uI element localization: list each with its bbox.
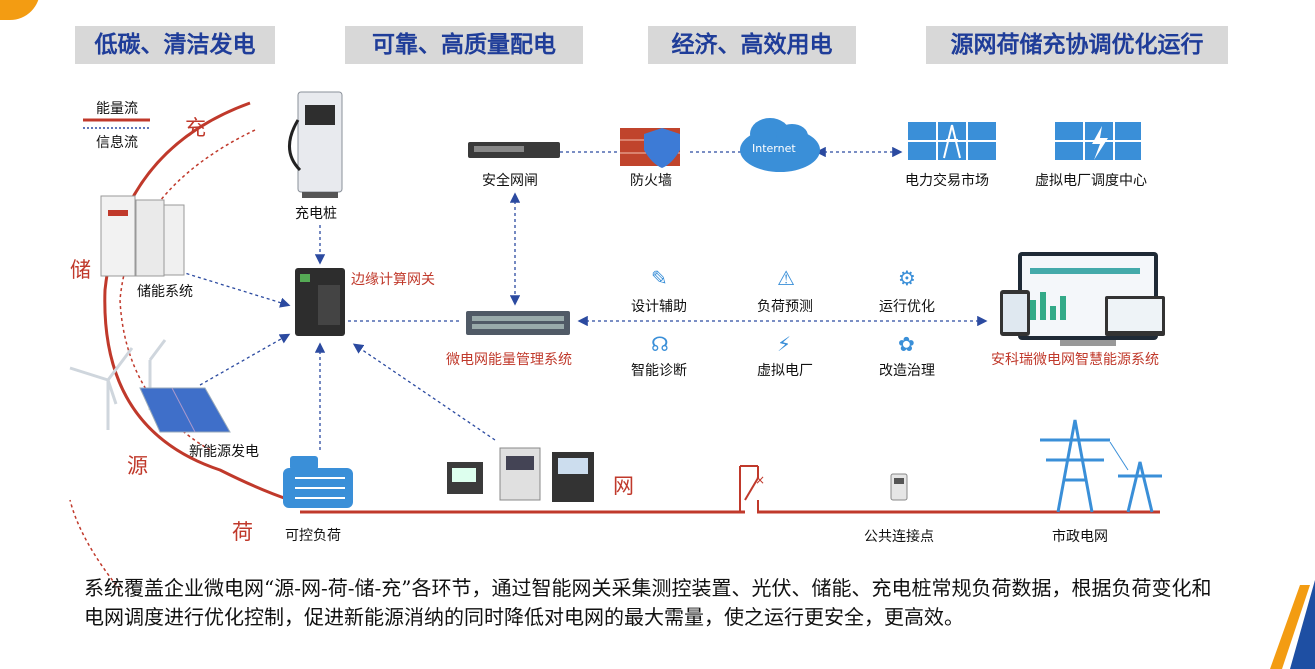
segment-source-label: 源 [127,454,148,478]
banner-reliable-distribution: 可靠、高质量配电 [345,26,583,64]
service-design-assist: 设计辅助 [631,299,687,315]
load-forecast-icon: ⚠ [777,266,795,290]
storage-label: 储能系统 [137,284,193,300]
measuring-devices-image [447,447,594,502]
info-arc-left-lower [69,499,121,591]
edge-gateway-image [295,268,345,336]
power-market-icon [908,122,996,160]
firewall-image [620,128,680,168]
segment-grid-label: 网 [613,474,634,498]
retrofit-governance-icon: ✿ [898,332,915,356]
segment-load-label: 荷 [232,520,253,544]
service-operation-optimize: 运行优化 [879,299,935,315]
internet-label: Internet [752,142,796,155]
banner-efficient-usage: 经济、高效用电 [648,26,856,64]
charger-label: 充电桩 [295,206,337,222]
smart-energy-platform-image [1000,252,1165,346]
internet-cloud-image [740,118,820,172]
virtual-plant-icon: ⚡ [777,332,792,356]
renewable-image [69,339,231,433]
service-virtual-plant: 虚拟电厂 [757,363,813,379]
pcc-meter-image [890,473,908,501]
switch-blade [744,477,759,501]
security-gate-image [468,142,560,158]
ems-server-image [466,311,570,335]
ems-label: 微电网能量管理系统 [446,352,572,368]
firewall-label: 防火墙 [630,173,672,189]
service-retrofit-governance: 改造治理 [879,363,935,379]
service-smart-diagnosis: 智能诊断 [631,363,687,379]
segment-store-label: 储 [70,258,91,282]
segment-charge-label: 充 [185,116,206,140]
description-paragraph: 系统覆盖企业微电网“源-网-荷-储-充”各环节，通过智能网关采集测控装置、光伏、… [84,576,1212,629]
vpp-center-label: 虚拟电厂调度中心 [1035,173,1147,189]
renewable-label: 新能源发电 [189,444,259,460]
platform-label: 安科瑞微电网智慧能源系统 [991,352,1159,368]
banner-low-carbon: 低碳、清洁发电 [75,26,275,64]
energy-arc-left [103,101,291,502]
charger-image [288,91,343,198]
vpp-center-icon [1055,122,1141,160]
gateway-label: 边缘计算网关 [351,272,435,288]
service-load-forecast: 负荷预测 [757,299,813,315]
svg-text:×: × [755,473,765,487]
banner-coordinated-operation: 源网荷储充协调优化运行 [926,26,1228,64]
controllable-load-image [283,456,353,508]
utility-pylon-image [1040,419,1162,513]
security-gate-label: 安全网闸 [482,173,538,189]
legend-energy-label: 能量流 [96,101,138,117]
storage-cabinet-image [100,195,185,277]
pcc-label: 公共连接点 [864,529,934,545]
utility-grid-label: 市政电网 [1052,529,1108,545]
controllable-load-label: 可控负荷 [285,528,341,544]
power-market-label: 电力交易市场 [905,173,989,189]
operation-optimize-icon: ⚙ [898,266,916,290]
smart-diagnosis-icon: ☊ [651,332,669,356]
legend-info-label: 信息流 [96,135,138,151]
design-assist-icon: ✎ [651,266,668,290]
